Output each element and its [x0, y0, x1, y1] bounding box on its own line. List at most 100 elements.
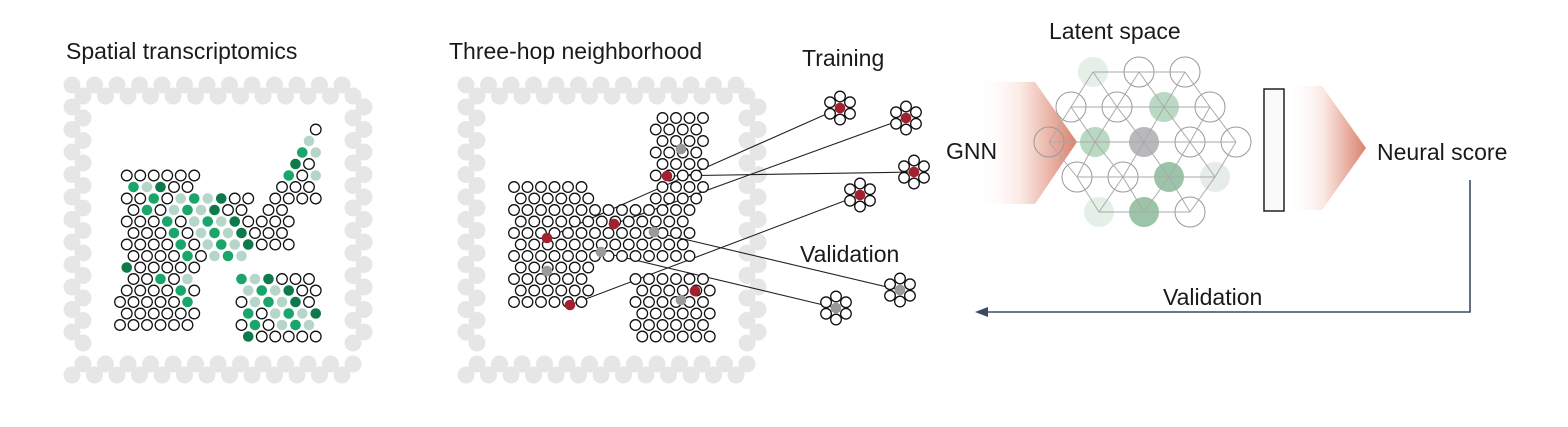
spot — [276, 227, 288, 239]
red-center-spot — [608, 218, 620, 230]
spot — [656, 273, 669, 285]
latent-edge — [1116, 71, 1140, 108]
neighbor-spot — [894, 272, 906, 285]
spot — [296, 308, 308, 319]
spot — [222, 204, 234, 216]
red-center-spot — [661, 170, 673, 182]
frame-spot — [536, 87, 553, 105]
frame-spot — [693, 355, 711, 373]
spot — [643, 273, 655, 285]
spot — [147, 261, 160, 274]
spot — [195, 227, 207, 239]
frame-spot — [63, 143, 81, 161]
spot — [161, 192, 174, 205]
spot — [290, 158, 301, 170]
spot — [154, 227, 167, 239]
latent-edge — [1143, 106, 1165, 143]
frame-spot — [299, 355, 317, 373]
spot — [168, 250, 180, 262]
spot — [697, 135, 709, 147]
frame-spot — [63, 98, 81, 116]
latent-edge — [1116, 106, 1145, 143]
frame-spot — [344, 199, 362, 217]
frame-spot — [131, 76, 148, 94]
spot — [174, 169, 187, 182]
frame-spot — [97, 355, 114, 373]
latent-edge — [1138, 71, 1165, 108]
neighbor-spot — [904, 278, 916, 291]
spot — [282, 192, 295, 205]
frame-spot — [570, 76, 587, 94]
neighbor-spot — [840, 296, 852, 309]
frame-spot — [232, 355, 249, 373]
spot — [697, 158, 709, 170]
spot — [141, 250, 153, 262]
frame-spot — [344, 222, 362, 239]
frame-spot — [344, 244, 362, 262]
frame-spot — [344, 334, 362, 352]
frame-spot — [581, 87, 598, 105]
frame-spot — [457, 166, 475, 183]
spot — [649, 307, 662, 320]
spot — [508, 250, 520, 262]
spot — [582, 261, 595, 274]
spot — [134, 284, 147, 297]
neighbor-spot — [898, 171, 910, 184]
spot — [548, 227, 561, 239]
frame-spot — [727, 366, 745, 384]
spot — [114, 319, 126, 331]
frame-spot — [63, 211, 81, 228]
gray-center-spot — [830, 302, 842, 314]
spot — [141, 181, 153, 193]
spot — [161, 216, 173, 227]
spot — [209, 227, 220, 239]
spot — [120, 284, 133, 297]
spot — [582, 215, 595, 228]
spot — [296, 330, 309, 343]
frame-spot — [209, 355, 227, 373]
spot — [683, 204, 696, 216]
spot — [276, 273, 288, 285]
score-layer — [1263, 86, 1366, 212]
spot — [535, 181, 547, 193]
frame-spot — [637, 366, 655, 384]
spot — [121, 262, 133, 273]
spot — [629, 250, 642, 262]
spot — [188, 261, 201, 274]
latent-edge — [1143, 141, 1170, 178]
frame-spot — [749, 233, 767, 251]
spot — [670, 319, 682, 331]
spot — [656, 135, 669, 147]
spot — [182, 296, 193, 308]
spot — [663, 123, 676, 136]
spot — [215, 239, 227, 250]
spot — [235, 204, 248, 216]
frame-spot — [558, 355, 576, 373]
frame-spot — [74, 154, 92, 172]
frame-spot — [74, 222, 92, 239]
gray-spot — [675, 294, 687, 306]
spot — [629, 204, 642, 216]
frame-spot — [299, 87, 317, 105]
frame-spot — [153, 366, 171, 384]
frame-spot — [468, 132, 486, 149]
frame-spot — [74, 177, 92, 194]
spot — [147, 284, 160, 297]
spot — [309, 123, 322, 136]
spot — [182, 250, 193, 262]
spot — [670, 227, 682, 239]
spot — [229, 239, 241, 250]
spot — [147, 238, 160, 251]
spot — [303, 296, 315, 308]
neighbor-spot — [910, 117, 922, 130]
spot — [276, 319, 288, 331]
spot — [690, 169, 703, 182]
frame-spot — [232, 87, 249, 105]
frame-spot — [749, 301, 767, 318]
spot — [249, 319, 261, 331]
spot — [636, 307, 649, 320]
frame-spot — [74, 267, 92, 284]
spot — [128, 181, 139, 193]
spot — [643, 250, 655, 262]
spot — [147, 215, 160, 228]
